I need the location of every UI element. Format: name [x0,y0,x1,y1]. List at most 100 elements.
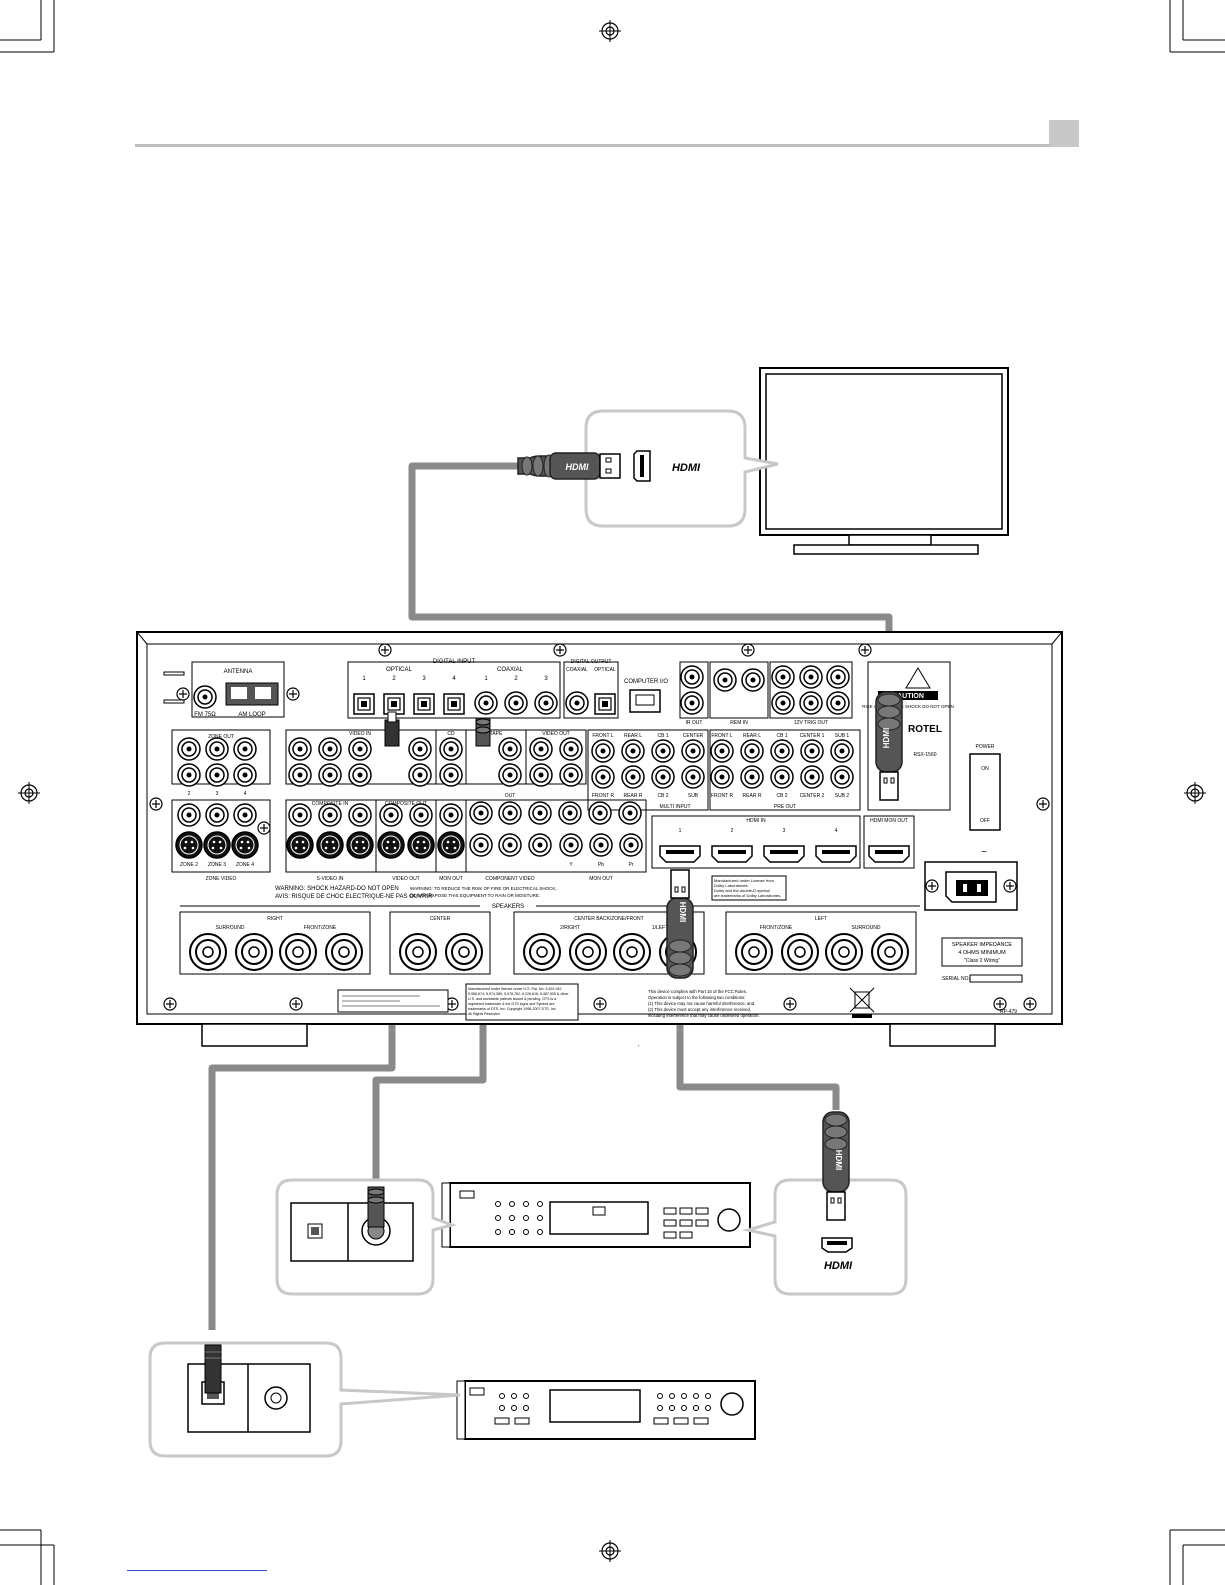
player-plug-hdmi-logo: HDMI [834,1150,843,1170]
multi-in-top-3: CB 1 [657,733,668,739]
center-label: CENTER [430,916,451,922]
component-pr-label: Pr [629,862,634,868]
part-number: RP-479 [1000,1009,1017,1015]
source-player [441,1182,751,1248]
tape-out-label: OUT [505,793,516,799]
power-label: POWER [976,744,995,750]
digital-output-coaxial-label: COAXIAL [566,667,588,673]
zone-video-label: ZONE VIDEO [206,876,237,882]
one-left-label: 1/LEFT [652,925,668,931]
am-loop-label: AM LOOP [238,712,265,718]
player-hdmi-callout: HDMI [742,1178,908,1296]
multi-in-bottom-1: FRONT R [592,793,615,799]
caution-text: RISK OF ELECTRIC SHOCK DO NOT OPEN [862,704,953,709]
receiver-in-plug-hdmi-logo: HDMI [678,902,687,922]
speaker-impedance-line-1: SPEAKER IMPEDANCE [952,942,1013,948]
tape-label: TAPE [490,731,503,737]
header-tab-marker [1049,120,1079,147]
multi-in-bottom-3: CB 2 [657,793,668,799]
component-pb-label: Pb [598,862,604,868]
second-source-device [456,1380,756,1440]
power-on-label: ON [981,766,989,772]
dolby-line-3: Dolby and the double-D symbol [714,888,770,893]
right-front-zone-label: FRONT/ZONE [304,925,337,931]
tv-hdmi-logo: HDMI [672,462,701,474]
hdmi-plug-receiver-in [666,869,694,979]
video-out-label: VIDEO OUT [542,731,570,737]
computer-io-label: COMPUTER I/O [624,679,668,685]
registration-mark-top [598,19,622,43]
pre-out-top-2: REAR L [743,733,761,739]
optical-number-1: 1 [362,676,366,682]
zone-video-4: ZONE 4 [236,862,254,868]
receiver-out-plug-hdmi-logo: HDMI [882,728,891,748]
optical-number-2: 2 [392,676,396,682]
speakers-label: SPEAKERS [492,904,524,910]
caution-label: CAUTION [892,693,924,700]
registration-mark-left [17,781,41,805]
left-label: LEFT [815,916,827,922]
right-surround-label: SURROUND [216,925,245,931]
hdmi-in-3: 3 [783,828,786,834]
hdmi-mon-out-label: HDMI MON OUT [870,818,908,824]
hdmi-in-1: 1 [679,828,682,834]
pre-out-top-3: CB 1 [776,733,787,739]
weee-bin-icon [849,987,875,1018]
optical-number-4: 4 [452,676,456,682]
digital-output-label: DIGITAL OUTPUT [571,659,612,665]
pre-out-label: PRE OUT [774,804,796,810]
component-y-label: Y [569,862,573,868]
dolby-line-1: Manufactured under License from [714,878,774,883]
coaxial-label: COAXIAL [497,667,524,673]
multi-in-bottom-4: SUB [688,793,699,799]
speaker-impedance-line-2: 4 OHMS MINIMUM [958,950,1006,956]
optical-number-3: 3 [422,676,426,682]
right-label: RIGHT [267,916,283,922]
coaxial-number-1: 1 [484,676,488,682]
cd-label: CD [447,731,455,737]
player-coaxial-callout [275,1178,457,1296]
pre-out-top-4: CENTER 1 [800,733,825,739]
left-surround-label: SURROUND [852,925,881,931]
registration-mark-bottom [598,1539,622,1563]
multi-in-top-4: CENTER [683,733,704,739]
component-video-label: COMPONENT VIDEO [485,876,534,882]
left-front-zone-label: FRONT/ZONE [760,925,793,931]
zone-video-3: ZONE 3 [208,862,226,868]
multi-in-top-1: FRONT L [592,733,614,739]
brand-label: ROTEL [908,724,942,735]
s-video-out-label: VIDEO OUT [392,876,420,882]
rem-in-label: REM IN [730,720,748,726]
center-back-label: CENTER BACK/ZONE/FRONT [574,916,643,922]
dolby-line-2: Dolby Laboratories. [714,883,749,888]
zone-out-3: 3 [216,791,219,797]
trig-out-label: 12V TRIG OUT [794,720,828,726]
av-receiver-rear-panel: ANTENNA FM 75Ω AM LOOP DIGITAL INPUT OPT… [136,631,1063,1047]
power-off-label: OFF [980,818,990,824]
zone-out-label: ZONE OUT [208,734,234,740]
second-source-optical-callout [148,1341,461,1458]
pre-out-bottom-3: CB 2 [776,793,787,799]
player-hdmi-logo: HDMI [824,1260,853,1272]
model-label: RSX-1560 [913,752,936,758]
dts-line-5: trademarks of DTS, Inc. Copyright 1996-2… [468,1007,556,1011]
pre-out-bottom-5: SUB 2 [835,793,850,799]
component-mon-out-label: MON OUT [589,876,613,882]
multi-in-top-2: REAR L [624,733,642,739]
zone-out-4: 4 [244,791,247,797]
optical-plug-receiver [384,711,400,747]
two-right-label: 2/RIGHT [560,925,580,931]
antenna-label: ANTENNA [224,669,253,675]
dts-line-6: All Rights Reserved. [468,1012,501,1016]
ir-out-label: IR OUT [686,720,703,726]
zone-out-2: 2 [188,791,191,797]
pre-out-top-1: FRONT L [711,733,733,739]
registration-mark-right [1183,781,1207,805]
hdmi-in-2: 2 [731,828,734,834]
hdmi-in-label: HDMI IN [746,818,766,824]
stray-mark: , [638,1042,640,1048]
multi-input-label: MULTI INPUT [659,804,690,810]
hdmi-in-4: 4 [835,828,838,834]
